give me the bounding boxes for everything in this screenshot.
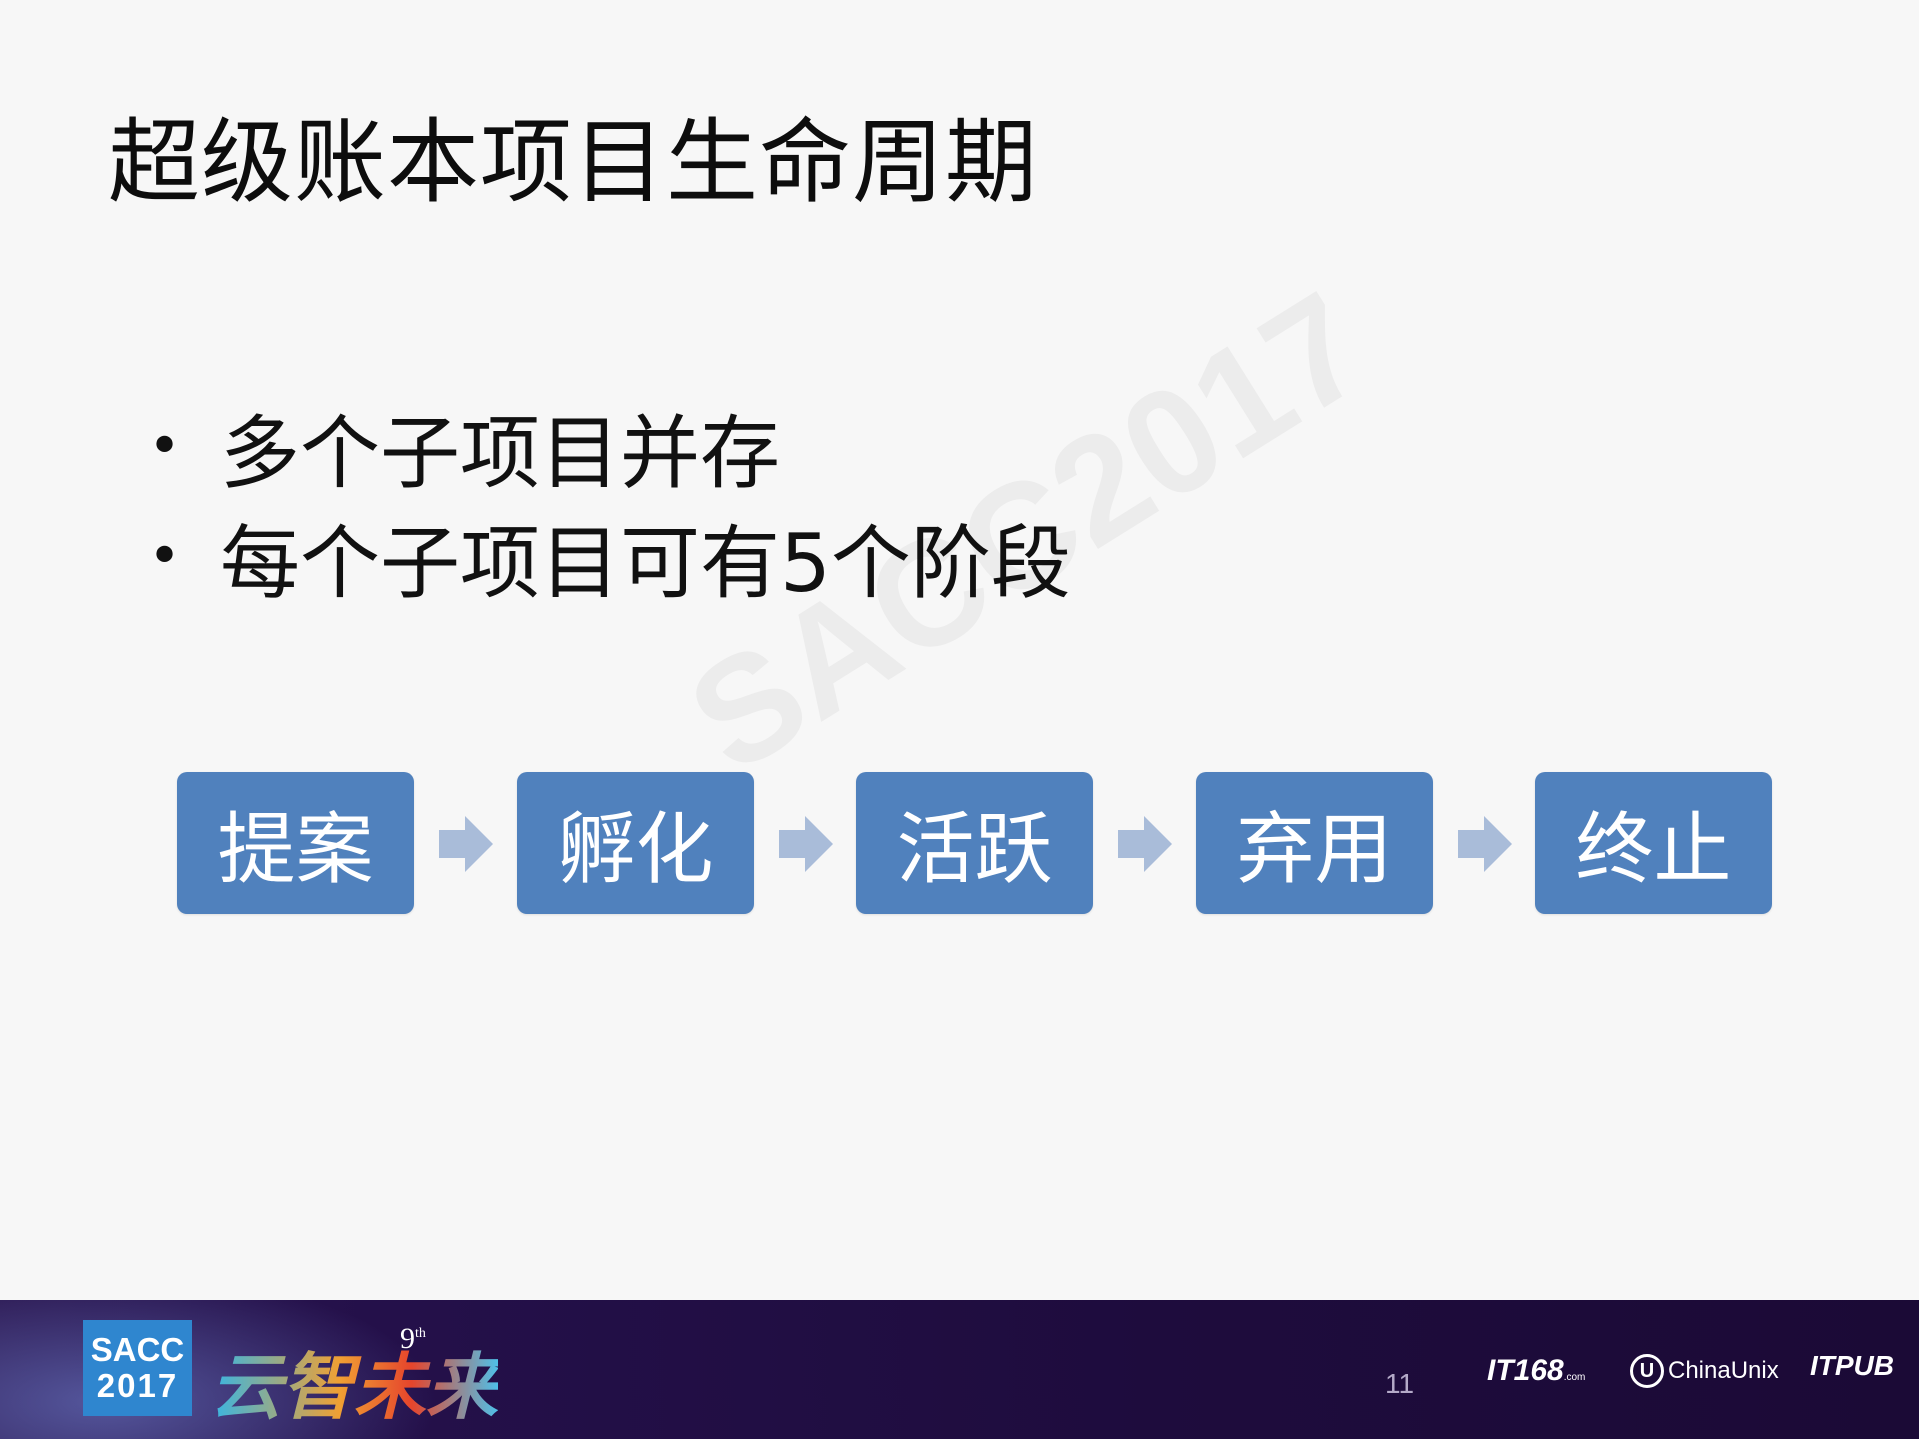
arrow-right-icon <box>1458 816 1512 872</box>
footer-bar: SACC 2017 云智未来 9th 11 IT168.com U ChinaU… <box>0 1300 1919 1439</box>
stage-end-of-life: 终止 <box>1535 772 1772 914</box>
stage-active: 活跃 <box>856 772 1093 914</box>
bullet-list: • 多个子项目并存 • 每个子项目可有5个阶段 <box>148 392 1071 612</box>
sacc-logo-line2: 2017 <box>96 1367 179 1404</box>
edition-mark: 9th <box>400 1322 426 1356</box>
it168-logo-suffix: .com <box>1563 1372 1586 1383</box>
stage-incubation: 孵化 <box>517 772 754 914</box>
it168-logo-text: IT168 <box>1487 1354 1564 1387</box>
conference-slogan: 云智未来 <box>210 1328 498 1433</box>
footer-glow <box>0 1300 440 1439</box>
arrow-right-icon <box>779 816 833 872</box>
slide-title: 超级账本项目生命周期 <box>108 109 1039 216</box>
arrow-right-icon <box>439 816 493 872</box>
stage-proposal: 提案 <box>177 772 414 914</box>
bullet-item: • 多个子项目并存 <box>148 392 1071 502</box>
itpub-logo: ITPUB <box>1810 1350 1894 1381</box>
chinaunix-mark-icon: U <box>1630 1354 1664 1388</box>
sacc-logo: SACC 2017 <box>83 1320 192 1416</box>
it168-logo: IT168.com <box>1487 1354 1585 1388</box>
edition-suffix: th <box>415 1326 426 1341</box>
bullet-marker: • <box>148 524 182 589</box>
chinaunix-logo-text: ChinaUnix <box>1668 1357 1779 1384</box>
edition-number: 9 <box>400 1322 415 1355</box>
bullet-item: • 每个子项目可有5个阶段 <box>148 502 1071 612</box>
chinaunix-logo: U ChinaUnix <box>1630 1354 1779 1388</box>
bullet-text: 每个子项目可有5个阶段 <box>220 517 1071 610</box>
arrow-right-icon <box>1118 816 1172 872</box>
lifecycle-flow: 提案 孵化 活跃 弃用 终止 <box>177 772 1773 914</box>
sacc-logo-line1: SACC <box>90 1331 185 1368</box>
stage-deprecated: 弃用 <box>1196 772 1433 914</box>
bullet-text: 多个子项目并存 <box>220 407 780 500</box>
page-number: 11 <box>1385 1368 1415 1399</box>
bullet-marker: • <box>148 414 182 479</box>
